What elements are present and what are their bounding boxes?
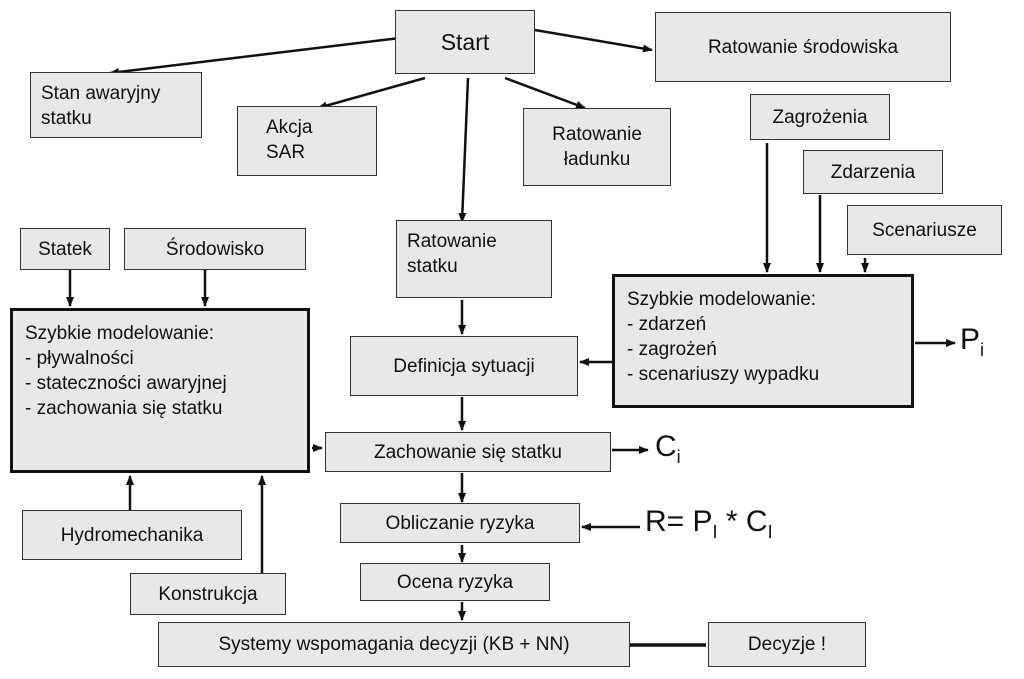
definicja-sytuacji-node: Definicja sytuacji bbox=[350, 336, 578, 396]
hydromechanika-label: Hydromechanika bbox=[60, 524, 204, 546]
modelowanie-right-item: - zdarzeń bbox=[627, 314, 707, 335]
konstrukcja-node: Konstrukcja bbox=[130, 573, 286, 615]
ocena-ryzyka-label: Ocena ryzyka bbox=[396, 571, 514, 593]
formula-c-sub: i bbox=[676, 447, 681, 467]
stan-awaryjny-node: Stan awaryjny statku bbox=[30, 72, 202, 138]
ratowanie-srodowiska-label: Ratowanie środowiska bbox=[707, 36, 899, 58]
arrow-start-stan bbox=[109, 36, 401, 76]
srodowisko-label: Środowisko bbox=[165, 238, 265, 260]
formula-p-base: P bbox=[960, 323, 981, 356]
formula-risk-mid: * C bbox=[717, 505, 768, 538]
ocena-ryzyka-node: Ocena ryzyka bbox=[360, 563, 550, 601]
akcja-sar-label: Akcja SAR bbox=[266, 117, 313, 163]
start-label: Start bbox=[440, 28, 490, 55]
modelowanie-left-item: - zachowania się statku bbox=[25, 398, 223, 419]
formula-p-sub: i bbox=[980, 340, 985, 360]
scenariusze-label: Scenariusze bbox=[872, 219, 977, 241]
ratowanie-ladunku-label: Ratowanie ładunku bbox=[552, 124, 642, 170]
formula-c-base: C bbox=[655, 430, 677, 463]
zachowanie-statku-node: Zachowanie się statku bbox=[325, 432, 611, 472]
stan-awaryjny-label: Stan awaryjny statku bbox=[41, 83, 161, 129]
ratowanie-statku-label: Ratowanie statku bbox=[407, 231, 497, 277]
ratowanie-ladunku-node: Ratowanie ładunku bbox=[523, 108, 671, 186]
modelowanie-left-box: Szybkie modelowanie: - pływalności - sta… bbox=[10, 308, 310, 473]
modelowanie-left-item: - pływalności bbox=[25, 348, 134, 369]
formula-risk: R= PI * CI bbox=[645, 505, 773, 543]
systemy-node: Systemy wspomagania decyzji (KB + NN) bbox=[158, 622, 630, 667]
arrow-start-sar bbox=[317, 76, 426, 110]
arrow-start-ladunek bbox=[504, 76, 586, 110]
modelowanie-right-item: - zagrożeń bbox=[627, 339, 717, 360]
formula-c: Ci bbox=[655, 430, 681, 468]
arrow-start-statek bbox=[458, 77, 470, 223]
scenariusze-node: Scenariusze bbox=[847, 205, 1002, 255]
formula-risk-sub2: I bbox=[767, 522, 773, 542]
ratowanie-srodowiska-node: Ratowanie środowiska bbox=[655, 12, 951, 82]
zachowanie-statku-label: Zachowanie się statku bbox=[374, 441, 562, 463]
formula-risk-prefix: R= P bbox=[645, 505, 713, 538]
systemy-label: Systemy wspomagania decyzji (KB + NN) bbox=[218, 634, 570, 655]
hydromechanika-node: Hydromechanika bbox=[22, 510, 242, 560]
zagrozenia-label: Zagrożenia bbox=[772, 106, 868, 128]
definicja-sytuacji-label: Definicja sytuacji bbox=[393, 355, 535, 377]
obliczanie-ryzyka-label: Obliczanie ryzyka bbox=[385, 512, 535, 534]
srodowisko-node: Środowisko bbox=[124, 228, 306, 270]
modelowanie-left-title: Szybkie modelowanie: bbox=[25, 323, 215, 344]
decyzje-node: Decyzje ! bbox=[708, 622, 866, 667]
modelowanie-right-title: Szybkie modelowanie: bbox=[627, 289, 817, 310]
obliczanie-ryzyka-node: Obliczanie ryzyka bbox=[340, 503, 580, 543]
start-node: Start bbox=[395, 10, 535, 74]
statek-node: Statek bbox=[20, 228, 110, 270]
statek-label: Statek bbox=[38, 238, 92, 260]
ratowanie-statku-node: Ratowanie statku bbox=[396, 220, 552, 298]
zdarzenia-label: Zdarzenia bbox=[830, 161, 916, 183]
zagrozenia-node: Zagrożenia bbox=[750, 94, 890, 140]
akcja-sar-node: Akcja SAR bbox=[237, 106, 377, 176]
zdarzenia-node: Zdarzenia bbox=[803, 150, 943, 194]
modelowanie-right-item: - scenariuszy wypadku bbox=[627, 364, 820, 385]
konstrukcja-label: Konstrukcja bbox=[158, 583, 258, 605]
arrow-start-srodowisko bbox=[534, 28, 653, 53]
modelowanie-left-item: - stateczności awaryjnej bbox=[25, 373, 227, 394]
decyzje-label: Decyzje ! bbox=[747, 634, 827, 655]
formula-p: Pi bbox=[960, 323, 984, 361]
modelowanie-right-box: Szybkie modelowanie: - zdarzeń - zagroże… bbox=[612, 274, 914, 408]
formula-risk-sub1: I bbox=[712, 522, 718, 542]
